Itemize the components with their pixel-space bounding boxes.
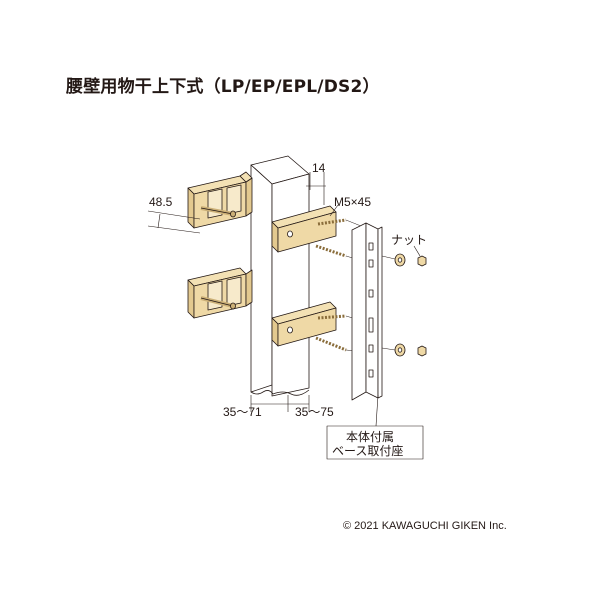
base-mount xyxy=(351,222,383,401)
copyright-text: © 2021 KAWAGUCHI GIKEN Inc. xyxy=(343,520,507,532)
base-label-line1: 本体付属 xyxy=(346,430,394,444)
range-left-label: 35～71 xyxy=(223,405,262,419)
bolts xyxy=(315,218,347,352)
page-title: 腰壁用物干上下式（LP/EP/EPL/DS2） xyxy=(66,77,380,97)
dim-14-label: 14 xyxy=(312,161,326,175)
bolt-label: M5×45 xyxy=(334,195,371,209)
nut-label: ナット xyxy=(391,233,427,247)
bracket-left-lower xyxy=(187,267,253,319)
base-label-box xyxy=(326,425,424,460)
dim-48-5-label: 48.5 xyxy=(149,195,173,209)
base-label-line2: ベース取付座 xyxy=(332,443,403,458)
wall-post xyxy=(250,155,310,397)
bracket-left-upper xyxy=(187,171,253,229)
washers-nuts xyxy=(381,253,427,357)
range-right-label: 35～75 xyxy=(295,405,334,419)
dimension-lines xyxy=(147,172,421,427)
